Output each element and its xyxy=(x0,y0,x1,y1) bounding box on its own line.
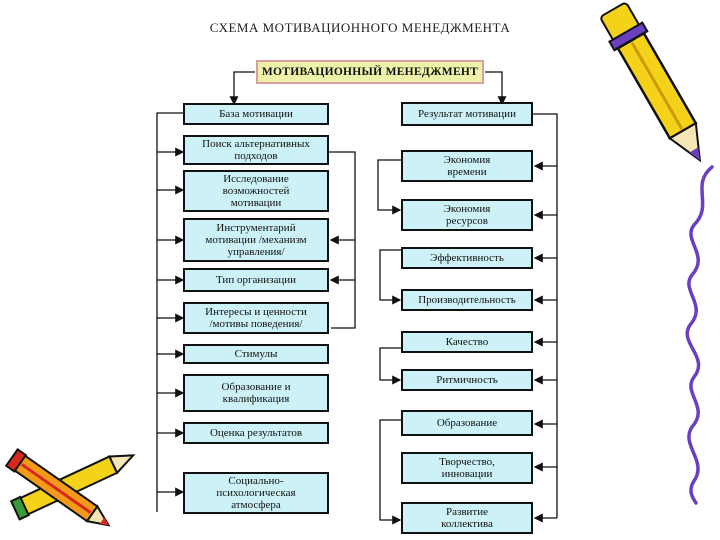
left-item-box: Оценка результатов xyxy=(183,422,329,444)
right-item-box: Экономия времени xyxy=(401,150,533,182)
right-item-box: Творчество, инновации xyxy=(401,452,533,484)
left-item-box: Поиск альтернативных подходов xyxy=(183,135,329,165)
wavy-line-decoration xyxy=(685,165,714,505)
root-box: МОТИВАЦИОННЫЙ МЕНЕДЖМЕНТ xyxy=(255,59,485,85)
right-item-box: Качество xyxy=(401,331,533,353)
left-item-box: Стимулы xyxy=(183,344,329,364)
right-item-box: Эффективность xyxy=(401,247,533,269)
right-item-box: Производительность xyxy=(401,289,533,311)
crossed-pencils-icon xyxy=(4,447,136,527)
left-item-box: Тип организации xyxy=(183,268,329,292)
diagram-title: СХЕМА МОТИВАЦИОННОГО МЕНЕДЖМЕНТА xyxy=(209,20,511,35)
left-head-box: База мотивации xyxy=(183,103,329,125)
right-item-box: Экономия ресурсов xyxy=(401,199,533,231)
pencil-icon xyxy=(600,2,702,163)
left-item-box: Интересы и ценности /мотивы поведения/ xyxy=(183,302,329,334)
right-item-box: Развитие коллектива xyxy=(401,502,533,534)
left-item-box: Социально- психологическая атмосфера xyxy=(183,472,329,514)
left-item-box: Исследование возможностей мотивации xyxy=(183,170,329,212)
right-item-box: Образование xyxy=(401,410,533,436)
right-item-box: Ритмичность xyxy=(401,369,533,391)
left-item-box: Образование и квалификация xyxy=(183,374,329,412)
right-head-box: Результат мотивации xyxy=(401,102,533,126)
left-item-box: Инструментарий мотивации /механизм управ… xyxy=(183,218,329,262)
